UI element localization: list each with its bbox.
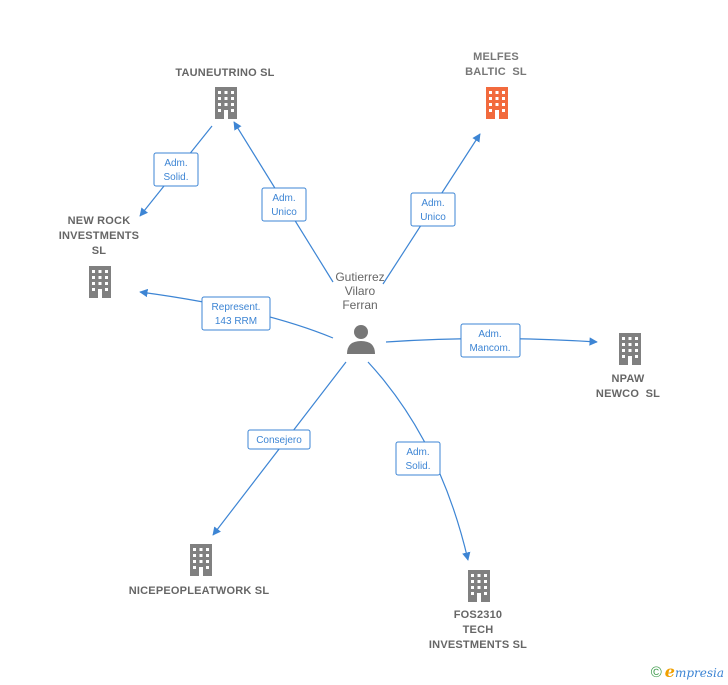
company-name: NICEPEOPLEATWORK SL bbox=[129, 585, 270, 597]
edge-text: Mancom. bbox=[469, 343, 510, 354]
edge-text: Unico bbox=[271, 207, 297, 218]
edge-label-newrock[interactable]: Represent. 143 RRM bbox=[201, 296, 271, 331]
edges bbox=[139, 121, 598, 561]
edge-label-melfes[interactable]: Adm. Unico bbox=[410, 192, 456, 227]
edge-label-tauneutrino[interactable]: Adm. Unico bbox=[261, 187, 307, 222]
building-icon bbox=[619, 333, 641, 365]
company-name: NEWCO SL bbox=[596, 388, 660, 400]
edge-label-nicepeople[interactable]: Consejero bbox=[247, 429, 311, 450]
copyright-symbol: © bbox=[650, 664, 662, 681]
edge-labels: Adm. Unico Adm. Unico Adm. Solid. Repres… bbox=[153, 152, 521, 476]
company-node-fos2310[interactable]: FOS2310 TECH INVESTMENTS SL bbox=[429, 570, 527, 651]
company-name: INVESTMENTS bbox=[59, 230, 139, 242]
edge-text: Unico bbox=[420, 212, 446, 223]
edge-text: Adm. bbox=[164, 158, 187, 169]
building-icon bbox=[468, 570, 490, 602]
company-name: MELFES bbox=[473, 51, 519, 63]
edge-text: Solid. bbox=[405, 461, 430, 472]
edge-text: Represent. bbox=[212, 302, 261, 313]
building-icon bbox=[89, 266, 111, 298]
company-node-npaw[interactable]: NPAW NEWCO SL bbox=[596, 333, 660, 400]
person-name-line: Gutierrez bbox=[335, 270, 384, 284]
building-icon bbox=[190, 544, 212, 576]
edge-label-newrock-solid[interactable]: Adm. Solid. bbox=[153, 152, 199, 187]
company-name: SL bbox=[92, 245, 107, 257]
empresia-logo: empresia bbox=[665, 662, 724, 681]
company-node-melfes[interactable]: MELFES BALTIC SL bbox=[465, 51, 527, 119]
building-icon bbox=[486, 87, 508, 119]
company-name: TAUNEUTRINO SL bbox=[175, 67, 274, 79]
edge-text: Solid. bbox=[163, 172, 188, 183]
company-name: BALTIC SL bbox=[465, 66, 527, 78]
person-icon bbox=[347, 325, 375, 354]
edge-text: Adm. bbox=[406, 447, 429, 458]
center-node[interactable]: Gutierrez Vilaro Ferran bbox=[335, 270, 385, 354]
edge-text: Consejero bbox=[256, 435, 302, 446]
edge-text: Adm. bbox=[421, 198, 444, 209]
company-name: NEW ROCK bbox=[68, 215, 131, 227]
building-icon bbox=[215, 87, 237, 119]
edge-text: Adm. bbox=[272, 193, 295, 204]
person-name-line: Ferran bbox=[342, 298, 377, 312]
edge-text: Adm. bbox=[478, 329, 501, 340]
company-name: NPAW bbox=[612, 373, 645, 385]
edge-label-fos2310[interactable]: Adm. Solid. bbox=[395, 441, 441, 476]
company-node-nicepeople[interactable]: NICEPEOPLEATWORK SL bbox=[129, 544, 270, 597]
company-name: INVESTMENTS SL bbox=[429, 639, 527, 651]
company-node-tauneutrino[interactable]: TAUNEUTRINO SL bbox=[175, 67, 274, 119]
edge-text: 143 RRM bbox=[215, 316, 257, 327]
person-name-line: Vilaro bbox=[345, 284, 376, 298]
company-name: TECH bbox=[463, 624, 494, 636]
brand-rest: mpresia bbox=[674, 666, 724, 680]
footer-brand: ©empresia bbox=[651, 662, 724, 681]
edge-label-npaw[interactable]: Adm. Mancom. bbox=[460, 323, 521, 358]
brand-initial: e bbox=[664, 662, 675, 681]
company-name: FOS2310 bbox=[454, 609, 502, 621]
company-node-newrock[interactable]: NEW ROCK INVESTMENTS SL bbox=[59, 215, 139, 298]
